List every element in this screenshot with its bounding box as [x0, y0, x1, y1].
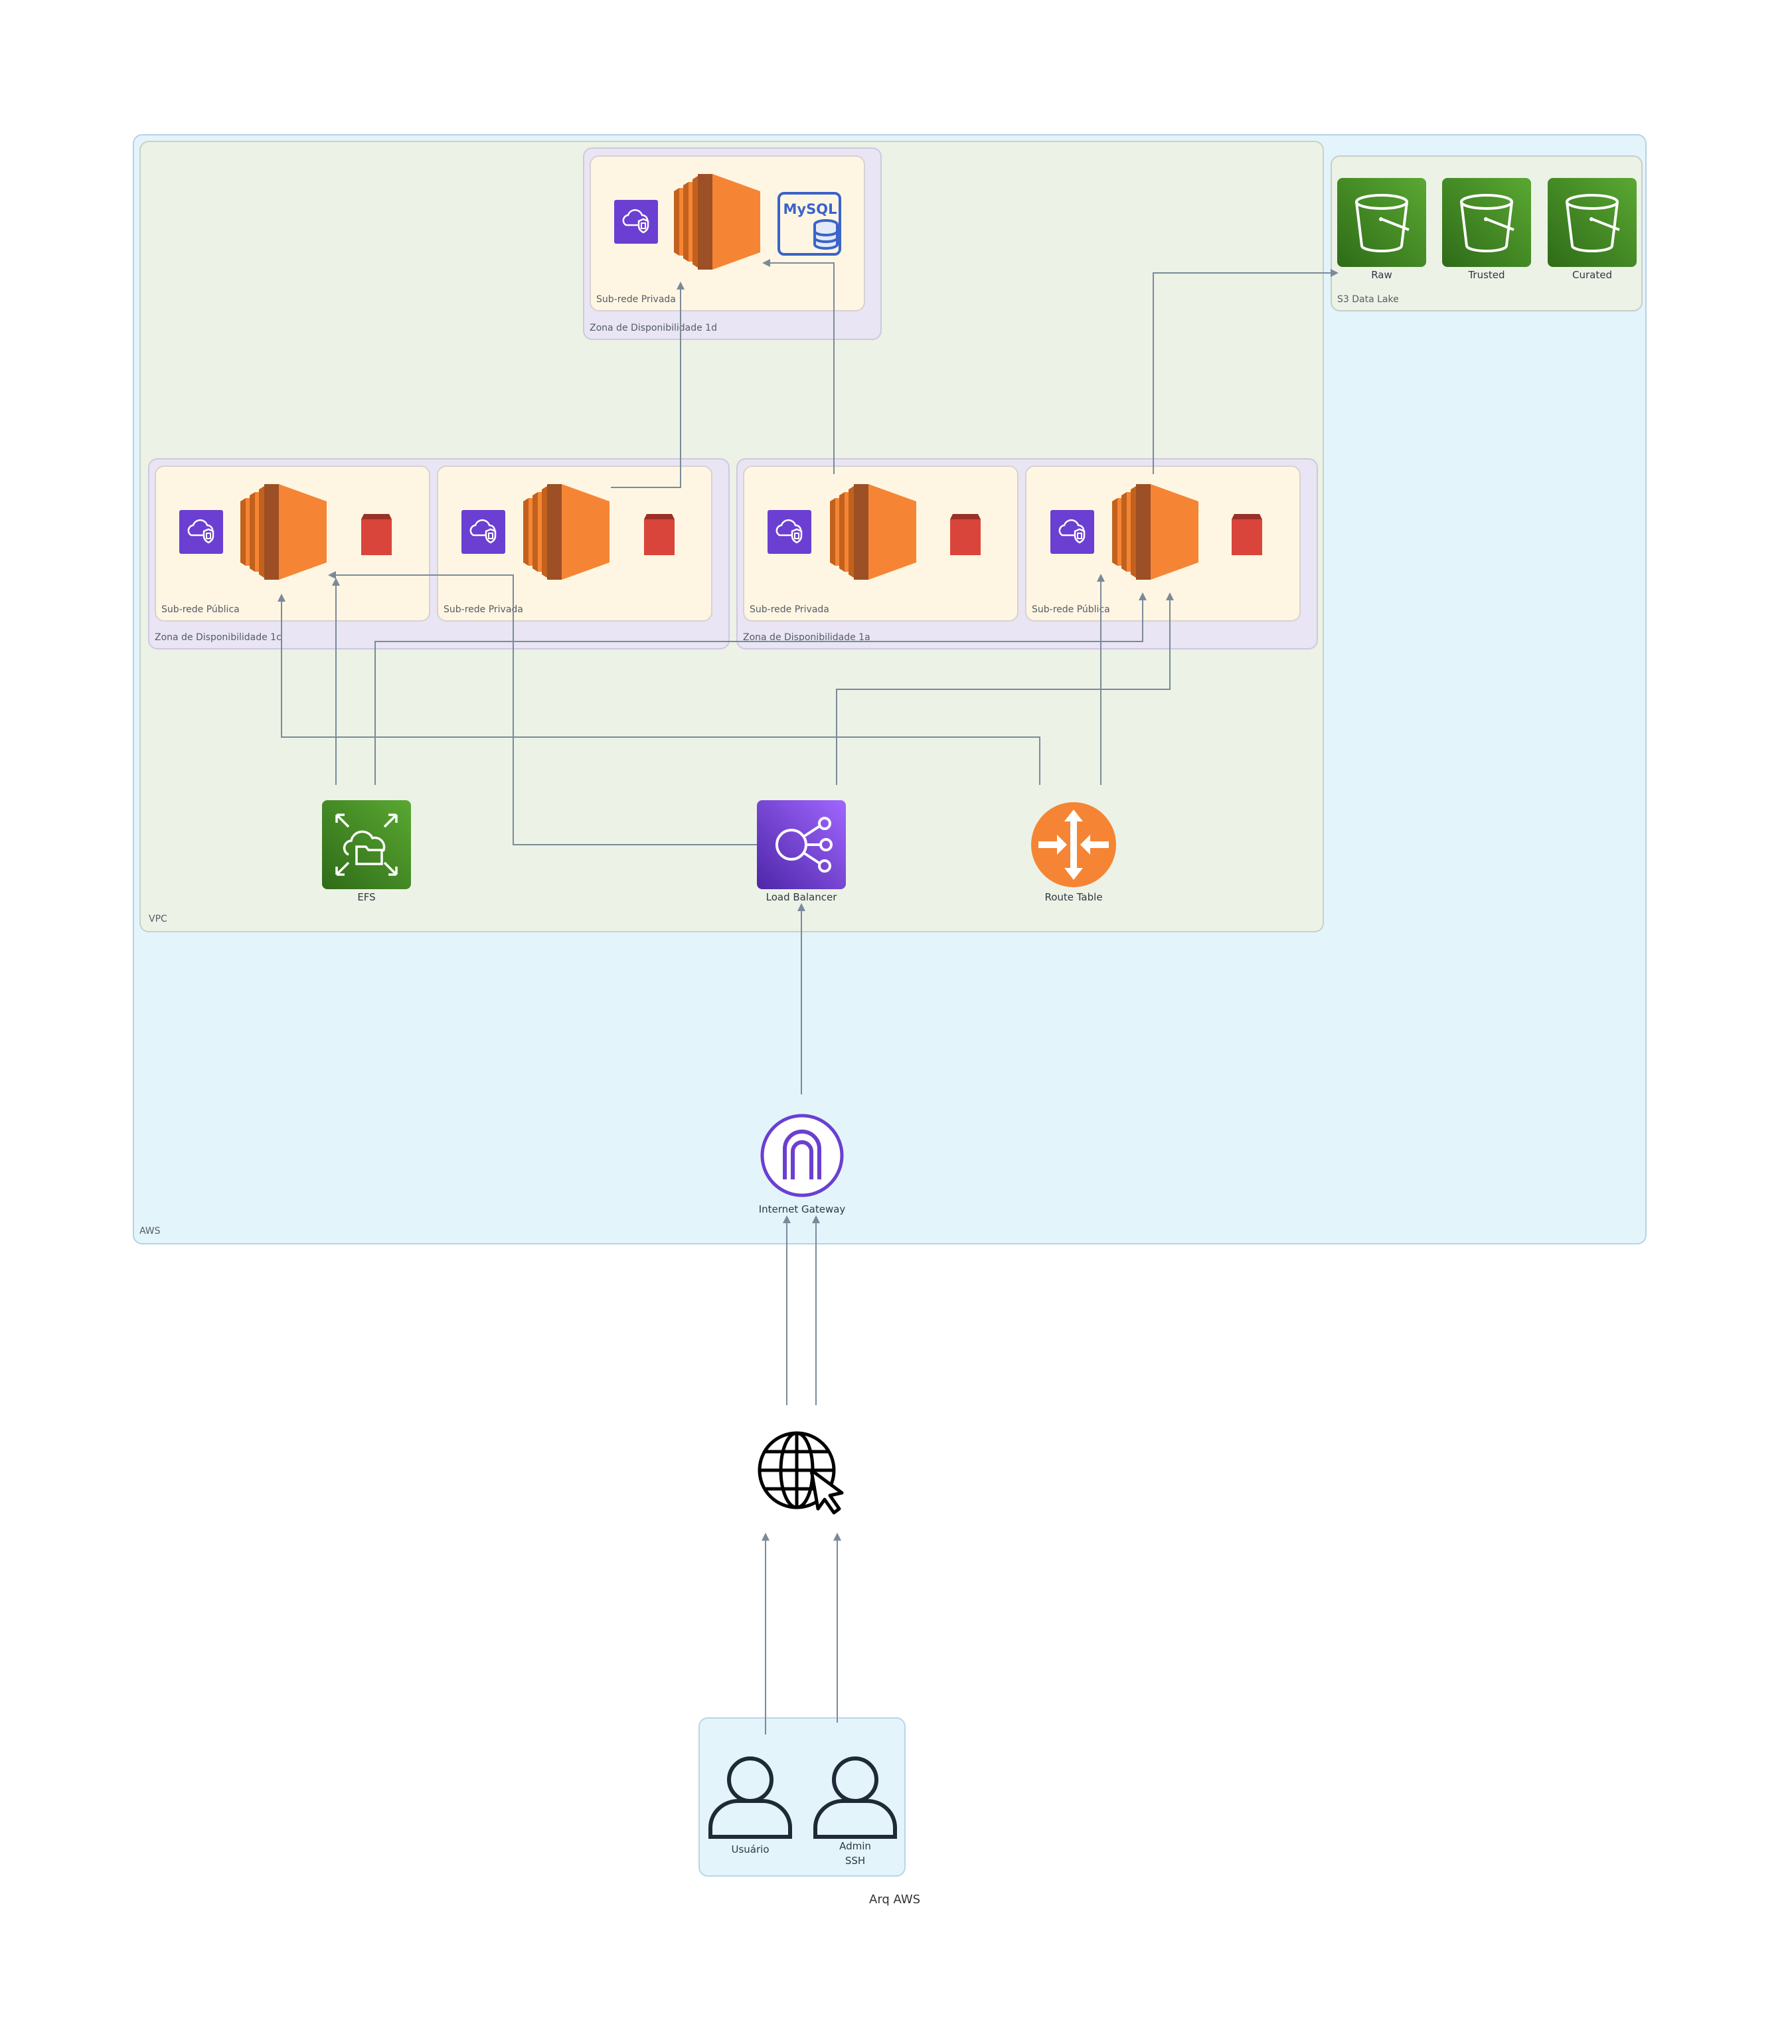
wire-lb-to-ec2-1c-public — [328, 571, 757, 845]
users-group — [698, 1717, 906, 1877]
efs-label: EFS — [357, 891, 376, 903]
internet-globe-icon — [758, 1431, 844, 1515]
aws-group-label: AWS — [139, 1226, 161, 1236]
ec2-instance-icon — [523, 484, 610, 580]
trusted-label: Trusted — [1468, 269, 1505, 281]
ebs-volume-icon — [644, 514, 675, 555]
usuario-label: Usuário — [731, 1843, 770, 1855]
s3-bucket-icon — [1548, 178, 1637, 267]
security-group-icon — [1050, 510, 1094, 554]
ebs-volume-icon — [361, 514, 392, 555]
security-group-icon — [461, 510, 505, 554]
security-group-icon — [179, 510, 223, 554]
wire-ec2-1a-public-to-s3 — [1153, 269, 1339, 474]
admin-user-icon — [813, 1756, 897, 1839]
security-group-icon — [614, 200, 658, 244]
user-icon — [708, 1756, 792, 1839]
vpc-group-label: VPC — [149, 914, 167, 924]
s3-group-label: S3 Data Lake — [1337, 294, 1399, 305]
zone-1c-label: Zona de Disponibilidade 1c — [155, 632, 282, 643]
load-balancer-icon — [757, 800, 846, 889]
subnet-1c-private-label: Sub-rede Privada — [444, 604, 523, 615]
wire-ec2-1c-private-to-db — [611, 282, 685, 488]
route-table-label: Route Table — [1044, 891, 1103, 903]
load-balancer-label: Load Balancer — [766, 891, 837, 903]
ec2-instance-icon — [1112, 484, 1198, 580]
diagram-title: Arq AWS — [869, 1893, 921, 1907]
ec2-instance-icon — [830, 484, 916, 580]
wire-rt-to-ec2-1c-public — [278, 594, 1040, 785]
wire-ec2-1a-private-to-db — [762, 259, 835, 474]
admin-label-line1: Admin — [839, 1840, 871, 1852]
s3-bucket-icon — [1337, 178, 1426, 267]
raw-label: Raw — [1371, 269, 1392, 281]
subnet-1a-private-label: Sub-rede Privada — [750, 604, 829, 615]
subnet-1a-public-label: Sub-rede Pública — [1032, 604, 1110, 615]
subnet-top-label: Sub-rede Privada — [596, 294, 676, 305]
ec2-instance-icon — [240, 484, 327, 580]
mysql-database-icon: MySQL — [777, 192, 841, 256]
ebs-volume-icon — [1232, 514, 1262, 555]
admin-label-line2: SSH — [845, 1855, 866, 1867]
subnet-1c-public-label: Sub-rede Pública — [161, 604, 240, 615]
zone-1a-label: Zona de Disponibilidade 1a — [743, 632, 870, 643]
curated-label: Curated — [1572, 269, 1612, 281]
zone-1d-label: Zona de Disponibilidade 1d — [590, 323, 717, 333]
internet-gateway-icon — [760, 1114, 844, 1197]
wire-efs-to-ec2-1a-public — [374, 592, 1147, 785]
efs-icon — [322, 800, 411, 889]
mysql-label: MySQL — [783, 201, 837, 217]
wire-lb-to-ec2-1a-public — [836, 592, 1174, 785]
s3-bucket-icon — [1442, 178, 1531, 267]
route-table-icon — [1031, 802, 1116, 887]
ec2-instance-icon — [674, 174, 760, 270]
ebs-volume-icon — [950, 514, 981, 555]
internet-gateway-label: Internet Gateway — [758, 1203, 846, 1215]
security-group-icon — [768, 510, 811, 554]
